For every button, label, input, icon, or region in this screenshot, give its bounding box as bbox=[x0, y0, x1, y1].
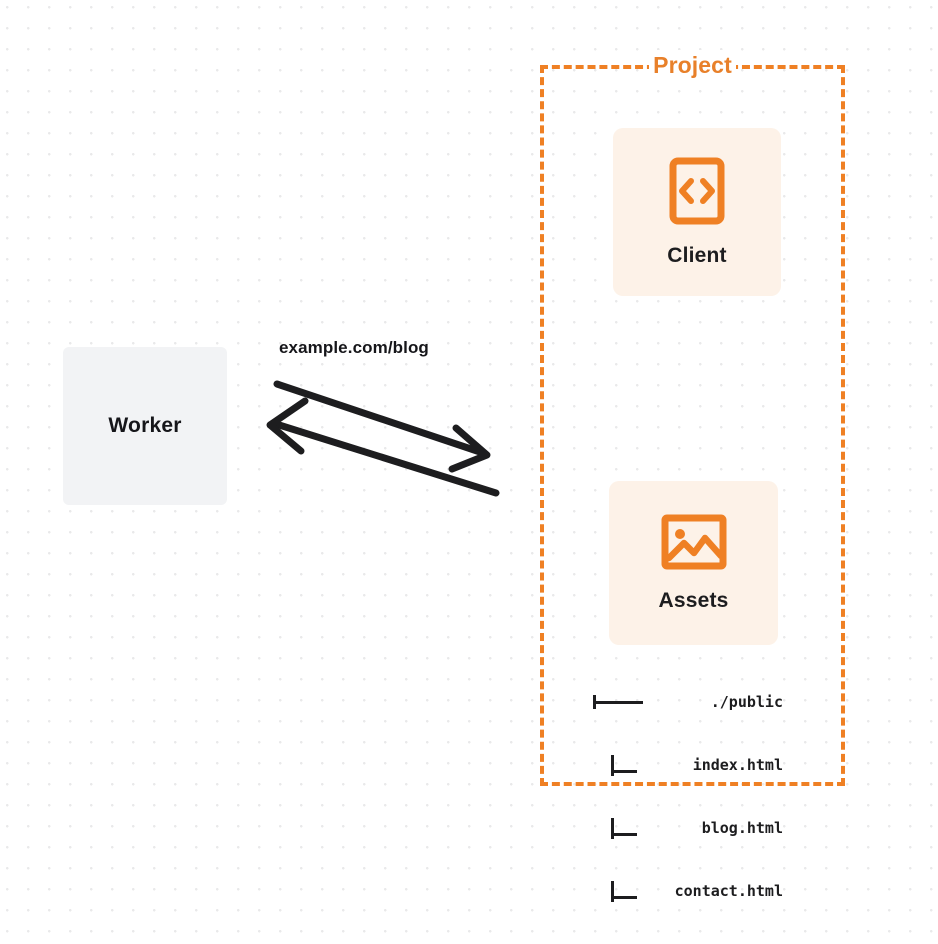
arrow-inbound bbox=[266, 397, 500, 497]
node-assets-title: Assets bbox=[658, 588, 729, 612]
node-client[interactable]: Worker bbox=[63, 347, 227, 505]
node-assets[interactable]: Assets bbox=[609, 481, 778, 645]
file-tree-row: contact.html bbox=[585, 881, 785, 902]
file-tree-row-name: blog.html bbox=[701, 819, 783, 837]
node-worker[interactable]: Client bbox=[613, 128, 781, 296]
tree-branch-icon bbox=[585, 818, 643, 839]
project-group-label: Project bbox=[540, 50, 845, 80]
file-tree-row: blog.html bbox=[585, 818, 785, 839]
tree-branch-icon bbox=[585, 692, 643, 713]
file-tree-row: index.html bbox=[585, 755, 785, 776]
file-tree-row: ./public bbox=[585, 692, 785, 713]
node-worker-title: Client bbox=[667, 243, 727, 267]
connection-label: example.com/blog bbox=[279, 338, 429, 357]
node-client-title: Worker bbox=[108, 414, 182, 437]
image-icon bbox=[661, 514, 727, 575]
project-group-label-text: Project bbox=[649, 50, 736, 80]
connection-arrows bbox=[266, 380, 500, 497]
file-tree-row-name: index.html bbox=[692, 756, 783, 774]
file-tree-row-name: contact.html bbox=[674, 882, 783, 900]
diagram-canvas: Project Client Assets ./pu bbox=[63, 50, 845, 902]
arrow-outbound bbox=[273, 380, 491, 473]
file-tree-row-name: ./public bbox=[710, 693, 783, 711]
code-brackets-icon bbox=[669, 157, 725, 230]
tree-branch-icon bbox=[585, 755, 643, 776]
tree-branch-icon bbox=[585, 881, 643, 902]
